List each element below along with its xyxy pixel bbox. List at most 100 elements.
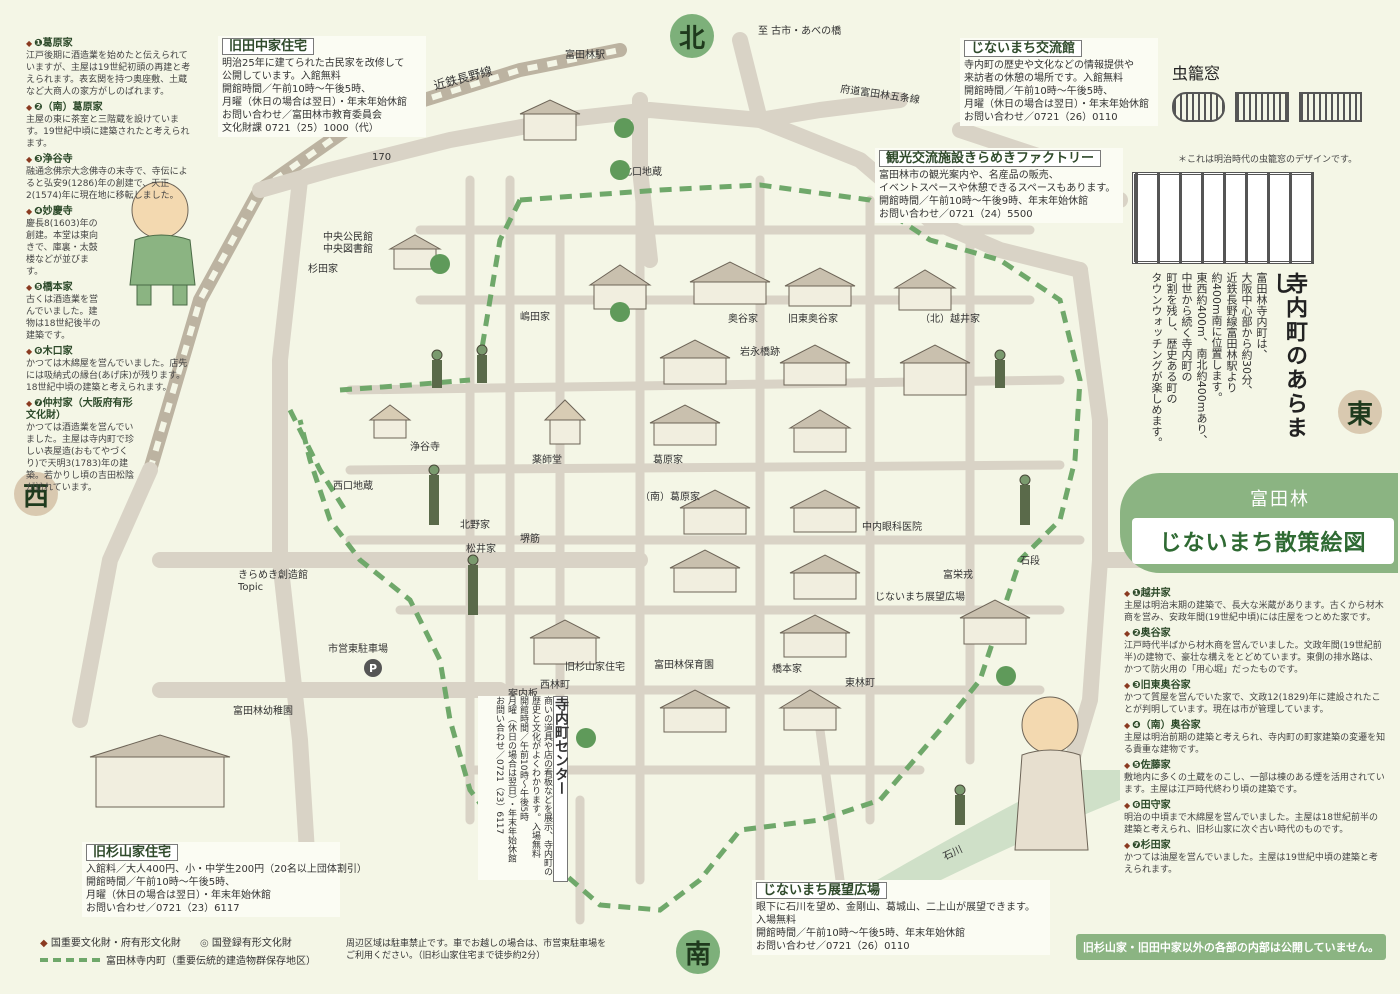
right-legend-entry: ❸旧東奥谷家かつて質屋を営んでいた家で、文政12(1829)年に建設されたことが…	[1124, 680, 1386, 716]
label-chuo-toshokan: 中央図書館	[323, 242, 373, 255]
info-kyu-sugiyama: 旧杉山家住宅 入館料／大人400円、小・中学生200円（20名以上団体割引） 開…	[82, 842, 367, 917]
label-tenbo-map: じないまち展望広場	[875, 590, 965, 603]
left-legend-entry-title: ❷（南）葛原家	[26, 102, 196, 114]
label-hoikuen: 富田林保育園	[654, 658, 714, 671]
house-sketch	[649, 404, 721, 446]
info-line: 月曜（休日の場合は翌日）・年末年始休館	[222, 97, 407, 108]
house-sketches	[89, 99, 1031, 808]
mascot-west	[129, 181, 196, 306]
left-legend-entry-text: 融通念佛宗大念佛寺の末寺で、寺伝によると弘安9(1286)年の創建で、天正2(1…	[26, 167, 188, 201]
info-kyu-tanaka: 旧田中家住宅 明治25年に建てられた古民家を改修して 公開しています。入館無料 …	[218, 36, 426, 137]
wc-marker	[610, 302, 630, 322]
figure-bodies	[429, 355, 1030, 825]
info-line: 月曜（休日の場合は翌日）・年末年始休館	[964, 99, 1149, 110]
label-kita-kuchi: 北口地蔵	[622, 165, 662, 178]
outline-line: 東西約400m、南北約400mあり、	[1195, 272, 1208, 446]
window-label: 虫籠窓	[1172, 64, 1221, 83]
label-kuzuhara: 葛原家	[653, 453, 683, 466]
info-line: お問い合わせ／0721（26）0110	[756, 941, 910, 952]
figure-body-5	[995, 360, 1005, 388]
info-line: 月曜（休日の場合は翌日）・年末年始休館	[86, 890, 271, 901]
info-line: お問い合わせ／0721（23）6117	[494, 696, 504, 835]
label-sakaisuji: 堺筋	[520, 532, 540, 545]
house-sketch	[659, 339, 731, 385]
info-line: 富田林市の観光案内や、名産品の販売、	[879, 170, 1059, 181]
registered-icon: ◎	[200, 938, 209, 949]
label-kyu-sugiyama-map: 旧杉山家住宅	[565, 660, 625, 673]
wc-marker	[576, 728, 596, 748]
info-line: 開館時間／午前10時～午後5時	[518, 696, 528, 822]
left-legend: ❶葛原家江戸後期に酒造業を始めたと伝えられていますが、主屋は19世紀初頭の再建と…	[26, 38, 196, 498]
road-north-arc	[252, 102, 1088, 278]
window-motif-3	[1298, 92, 1362, 122]
figure-3	[428, 464, 440, 476]
right-legend-entry: ❺佐藤家敷地内に多くの土蔵をのこし、一部は棟のある煙を活用されています。主屋は江…	[1124, 760, 1386, 796]
label-kirameki-sozo: きらめき創造館	[238, 568, 308, 581]
heritage-route-nw	[287, 408, 348, 512]
figure-4	[467, 554, 479, 566]
left-legend-entry-text: かつては酒造業を営んでいました。主屋は寺内町で珍しい表屋造(おもてやづくり)で天…	[26, 423, 135, 493]
title-main: じないまち散策絵図	[1132, 518, 1394, 564]
house-sketch	[669, 549, 741, 593]
info-line: 開館時間／午前10時～午後5時、	[222, 84, 372, 95]
right-legend-entry-title: ❷奥谷家	[1124, 628, 1386, 640]
wc-marker	[996, 666, 1016, 686]
outline-line: 中世から続く寺内町の	[1180, 272, 1193, 382]
info-koryukan-title: じないまち交流館	[964, 40, 1083, 57]
railway-ties	[147, 47, 621, 471]
outline-line: 町割を残し、歴史ある町の	[1165, 272, 1178, 404]
mushiko-window-large	[1132, 172, 1314, 264]
info-kyu-sugiyama-title: 旧杉山家住宅	[86, 844, 179, 861]
left-legend-entry: ❷（南）葛原家主屋の東に茶室と三階蔵を設けています。19世紀中頃に建築されたと考…	[26, 102, 196, 150]
figure-body-7	[955, 795, 965, 825]
house-sketch	[784, 267, 856, 307]
house-sketch	[893, 269, 957, 311]
right-legend-entry: ❻田守家明治の中頃まで木綿屋を営んでいました。主屋は18世紀前半の建築と考えられ…	[1124, 800, 1386, 836]
label-kita-koshii: （北）越井家	[920, 312, 980, 325]
info-line: 月曜（休日の場合は翌日）・年末年始休館	[506, 696, 516, 863]
info-center-title: 寺内町センター	[553, 696, 569, 882]
parking-mark-letter: P	[369, 662, 377, 675]
label-route-170: 170	[372, 152, 391, 163]
label-kyu-higashi-okutani: 旧東奥谷家	[788, 312, 838, 325]
label-ishidan: 石段	[1020, 554, 1040, 567]
label-to-furuichi: 至 古市・あべの橋	[758, 24, 841, 37]
label-nishiki: 西林町	[540, 678, 570, 691]
legend-national-label: 国重要文化財・府有形文化財	[50, 938, 181, 949]
left-legend-entry-text: 慶長8(1603)年の創建。本堂は東向きで、庫裏・太鼓楼などが並びます。	[26, 219, 99, 277]
temple-yakushido-body	[549, 419, 581, 445]
figure-2	[476, 344, 488, 356]
figure-body-4	[468, 565, 478, 615]
left-legend-entry-title: ❼仲村家（大阪府有形文化財）	[26, 398, 136, 422]
street-h4	[345, 460, 1065, 475]
figure-body-2	[477, 355, 487, 383]
info-tenbo: じないまち展望広場 眼下に石川を望め、金剛山、葛城山、二上山が展望できます。 入…	[752, 880, 1050, 955]
info-line: 寺内町の歴史や文化などの情報提供や	[964, 60, 1134, 71]
right-legend-entry-title: ❸旧東奥谷家	[1124, 680, 1386, 692]
info-line: 商いの道具や店の看板などを展示、寺内町の	[542, 696, 552, 876]
outline-line: タウンウォッチングが楽しめます。	[1150, 272, 1163, 448]
house-sketch	[779, 614, 851, 658]
compass-west: 西	[14, 472, 58, 516]
label-hashimoto: 橋本家	[772, 662, 802, 675]
window-note: ＊これは明治時代の虫籠窓のデザインです。	[1178, 155, 1358, 165]
right-legend: ❶越井家主屋は明治末期の建築で、長大な米蔵があります。古くから材木商を営み、安政…	[1124, 588, 1386, 880]
info-line: イベントスペースや休憩できるスペースもあります。	[879, 183, 1116, 194]
info-line: 開館時間／午前10時～午後5時、年末年始休館	[756, 928, 966, 939]
parking-note-line: 周辺区域は駐車禁止です。車でお越しの場合は、市営東駐車場を	[346, 939, 607, 949]
right-legend-entry: ❷奥谷家江戸時代半ばから材木商を営んでいました。文政年間(19世紀前半)の建物で…	[1124, 628, 1386, 676]
wc-marker	[610, 160, 630, 180]
outline-line: 富田林寺内町は、	[1255, 272, 1268, 360]
heritage-route-west	[339, 377, 471, 393]
house-sketch	[89, 734, 231, 808]
outline-line: 近鉄長野線富田林駅より	[1225, 272, 1238, 393]
street-v9	[815, 725, 845, 885]
heritage-route-north	[477, 198, 523, 361]
house-sketch	[899, 344, 971, 396]
right-legend-entry-text: 主屋は明治末期の建築で、長大な米蔵があります。古くから材木商を営み、安政年間(1…	[1124, 601, 1384, 623]
info-line: お問い合わせ／0721（24）5500	[879, 209, 1033, 220]
info-kirameki: 観光交流施設きらめきファクトリー 富田林市の観光案内や、名産品の販売、 イベント…	[875, 148, 1123, 223]
outline-body: 富田林寺内町は、 大阪中心部から約30分、 近鉄長野線富田林駅より 約400m南…	[1138, 272, 1268, 462]
